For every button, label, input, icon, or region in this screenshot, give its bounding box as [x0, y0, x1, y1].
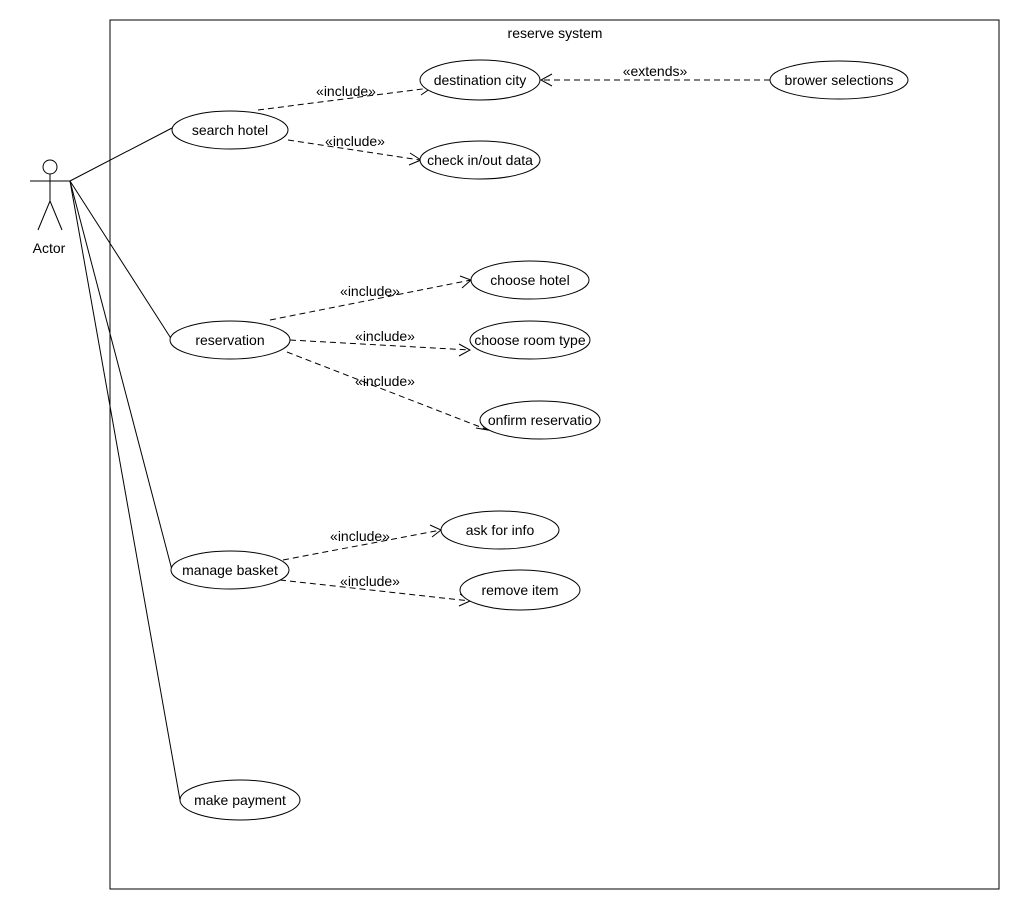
use-case-check-in-out: check in/out data — [419, 140, 541, 180]
include-dependency-choose-room-type — [289, 339, 471, 351]
arrowhead-extends — [539, 73, 553, 87]
use-case-label-ask-for-info: ask for info — [466, 522, 535, 538]
use-case-ask-for-info: ask for info — [440, 510, 560, 550]
use-case-search-hotel: search hotel — [171, 110, 289, 150]
extends-label: «extends» — [623, 63, 688, 79]
include-label-destination-city: «include» — [316, 83, 376, 99]
use-case-choose-room-type: choose room type — [469, 320, 591, 360]
include-dependency-destination-city — [257, 87, 431, 111]
system-boundary — [109, 19, 1000, 890]
association-search-hotel — [69, 127, 173, 182]
use-case-label-choose-hotel: choose hotel — [490, 272, 569, 288]
include-label-choose-room-type: «include» — [355, 328, 415, 344]
use-case-confirm-reservation: onfirm reservatio — [479, 400, 601, 440]
association-reservation — [69, 180, 173, 341]
use-case-remove-item: remove item — [459, 569, 581, 611]
include-label-check-in-out: «include» — [325, 133, 385, 149]
include-dependency-check-in-out — [287, 139, 421, 161]
include-label-confirm-reservation: «include» — [355, 373, 415, 389]
use-case-label-search-hotel: search hotel — [192, 122, 268, 138]
actor-label: Actor — [33, 240, 66, 256]
include-dependency-confirm-reservation — [286, 351, 489, 431]
include-dependency-choose-hotel — [269, 279, 472, 321]
use-case-label-remove-item: remove item — [481, 582, 558, 598]
use-case-manage-basket: manage basket — [170, 550, 290, 590]
actor-head — [42, 159, 58, 175]
actor-figure — [30, 159, 70, 231]
use-case-make-payment: make payment — [179, 779, 301, 821]
use-case-label-confirm-reservation: onfirm reservatio — [488, 412, 592, 428]
actor-left-leg — [37, 200, 51, 231]
use-case-label-brower-selections: brower selections — [785, 72, 894, 88]
arrowhead-choose-room-type — [458, 343, 472, 357]
use-case-label-reservation: reservation — [195, 332, 264, 348]
use-case-destination-city: destination city — [419, 59, 541, 101]
association-manage-basket — [69, 180, 173, 571]
use-case-label-make-payment: make payment — [194, 792, 286, 808]
use-case-label-choose-room-type: choose room type — [474, 332, 585, 348]
include-label-ask-for-info: «include» — [330, 528, 390, 544]
include-dependency-remove-item — [279, 579, 471, 602]
association-make-payment — [69, 180, 181, 801]
include-dependency-ask-for-info — [282, 529, 442, 561]
use-case-brower-selections: brower selections — [769, 60, 909, 100]
include-label-choose-hotel: «include» — [340, 283, 400, 299]
system-title: reserve system — [508, 25, 603, 41]
include-label-remove-item: «include» — [340, 573, 400, 589]
use-case-reservation: reservation — [169, 320, 291, 360]
use-case-label-check-in-out: check in/out data — [427, 152, 533, 168]
actor-right-leg — [49, 200, 63, 231]
use-case-label-manage-basket: manage basket — [182, 562, 278, 578]
use-case-choose-hotel: choose hotel — [470, 260, 590, 300]
use-case-label-destination-city: destination city — [434, 72, 527, 88]
